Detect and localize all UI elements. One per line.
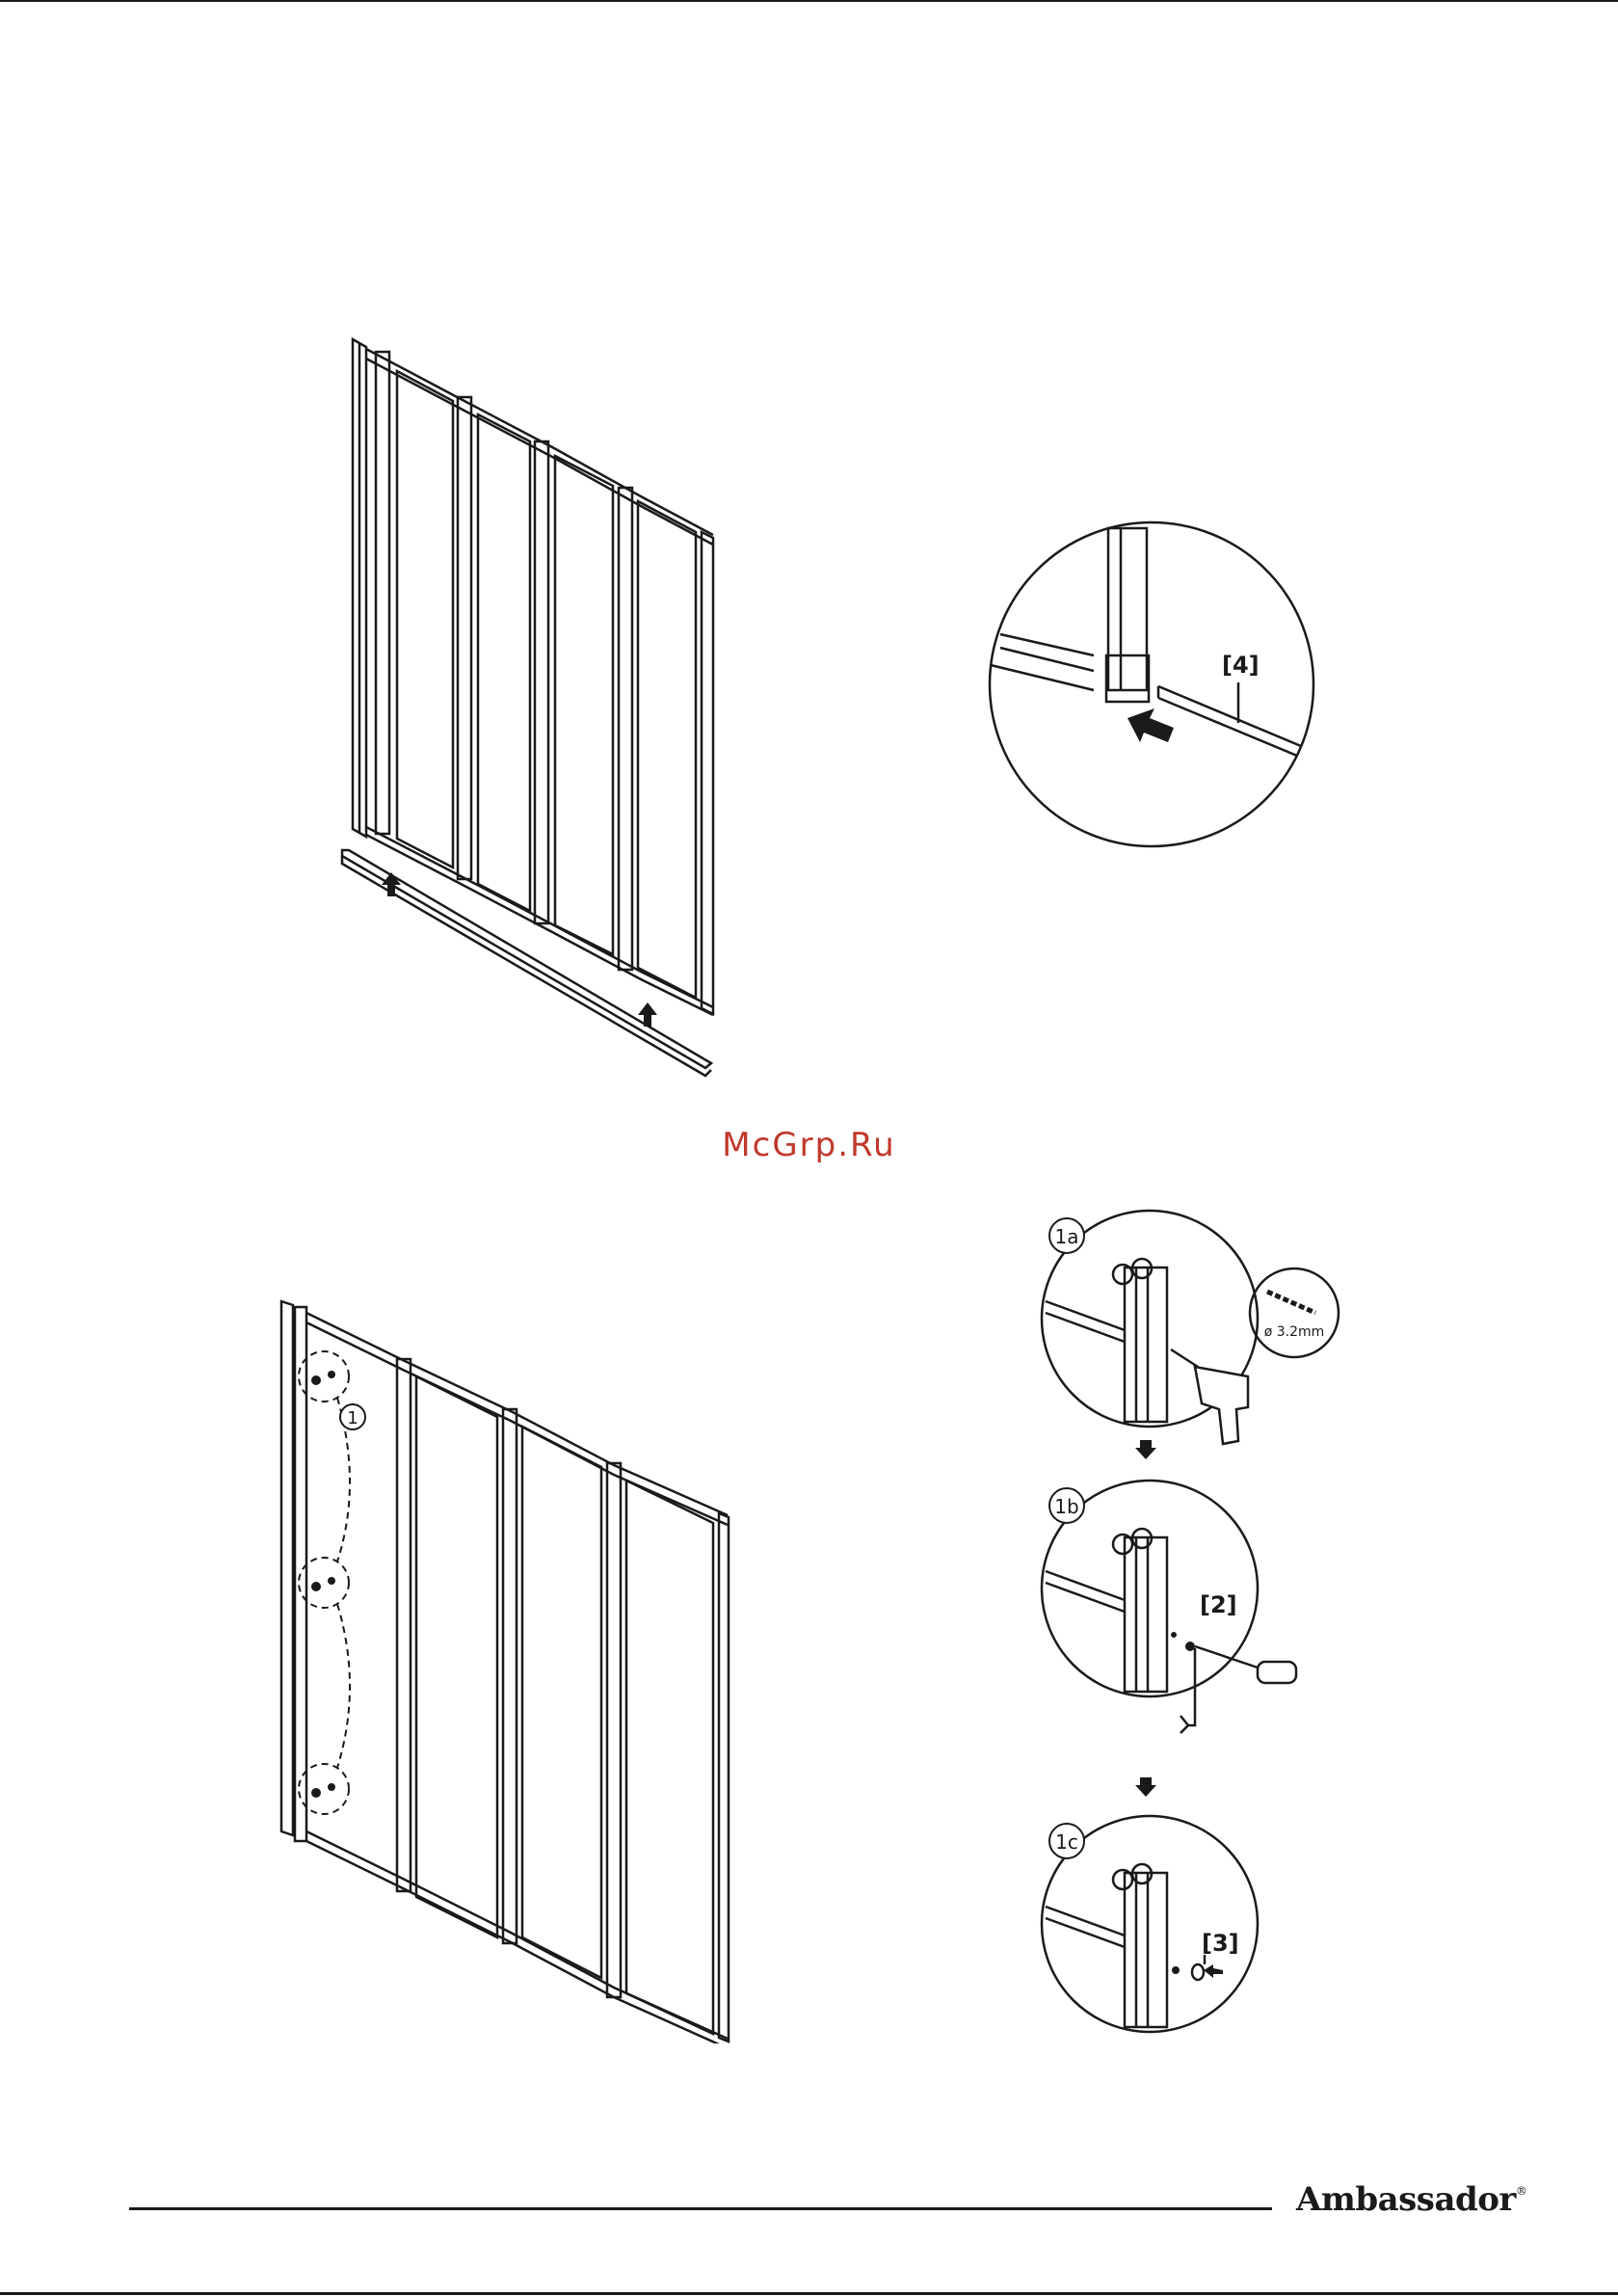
panel-screw-positions-figure: 1 (270, 1292, 742, 2043)
footer-rule (129, 2207, 1272, 2210)
step-1a-detail: 1a ø 3.2mm (1036, 1205, 1344, 1465)
cap-part-label: [3] (1202, 1930, 1239, 1957)
screw-part-label: [2] (1200, 1591, 1237, 1618)
step-1c-detail: 1c [3] (1036, 1810, 1344, 2070)
down-arrow-icon (1134, 1438, 1157, 1461)
seal-part-label: [4] (1222, 652, 1260, 679)
screw-marker-label: 1 (347, 1408, 358, 1428)
step-1b-detail: 1b [2] (1036, 1475, 1344, 1735)
step-1c-label: 1c (1055, 1830, 1078, 1854)
step-1b-label: 1b (1054, 1495, 1078, 1518)
brand-mark: ® (1516, 2184, 1527, 2198)
step-1a-label: 1a (1055, 1225, 1079, 1248)
bottom-border (0, 2292, 1618, 2295)
brand-name: Ambassador (1296, 2180, 1516, 2219)
down-arrow-icon (1134, 1775, 1157, 1799)
panel-with-seal-figure (318, 328, 723, 1080)
watermark: McGrp.Ru (0, 1126, 1618, 1164)
top-border (0, 0, 1618, 2)
seal-detail-figure: [4] (983, 521, 1330, 858)
brand-logo: Ambassador® (1296, 2180, 1526, 2219)
drill-bit-size-label: ø 3.2mm (1264, 1324, 1325, 1340)
